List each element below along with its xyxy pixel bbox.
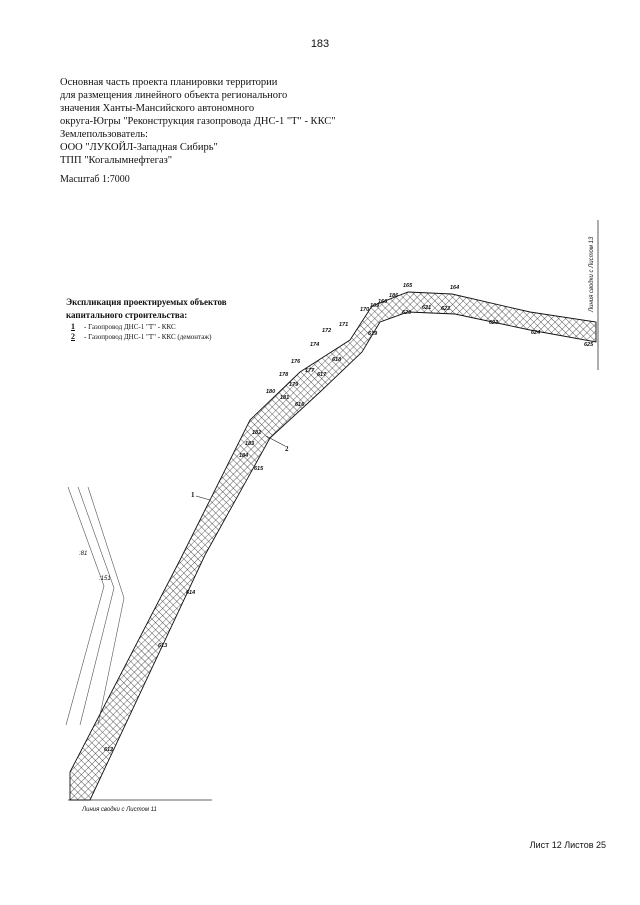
point-label: 621: [422, 305, 431, 311]
point-label: 618: [332, 357, 342, 363]
point-label: 171: [339, 322, 348, 328]
point-label: 615: [254, 466, 264, 472]
leader-label: 1: [191, 491, 195, 499]
point-label: 613: [158, 643, 167, 649]
header-line: Основная часть проекта планировки террит…: [60, 77, 278, 88]
sheet-counter: Лист 12 Листов 25: [529, 840, 606, 850]
parcel-label: :151: [99, 576, 111, 582]
legend-item: 2 - Газопровод ДНС-1 "Т" - ККС (демонтаж…: [66, 332, 296, 342]
header-line: Землепользователь:: [60, 129, 148, 140]
point-label: 166: [378, 299, 388, 305]
point-label: 622: [441, 306, 450, 312]
point-label: 616: [295, 402, 305, 408]
point-label: 169: [370, 303, 380, 309]
point-label: 176: [291, 359, 301, 365]
point-label: 183: [245, 441, 254, 447]
leader-label: 2: [285, 445, 289, 453]
header-line: для размещения линейного объекта региона…: [60, 90, 288, 101]
matchline-bottom-label: Линия сводки с Листом 11: [81, 807, 157, 813]
point-label: 614: [186, 590, 195, 596]
legend-item-number: 2: [71, 332, 75, 341]
document-header: Основная часть проекта планировки террит…: [60, 76, 380, 167]
legend-title-line1: Экспликация проектируемых объектов: [66, 297, 227, 307]
point-label: 165: [403, 283, 413, 289]
point-label: 184: [239, 453, 248, 459]
point-label: 181: [280, 395, 289, 401]
point-label: 179: [289, 382, 299, 388]
point-label: 172: [322, 328, 331, 334]
legend: Экспликация проектируемых объектов капит…: [66, 296, 296, 342]
parcel-label: :81: [79, 551, 87, 557]
point-label: 617: [317, 372, 327, 378]
point-label: 177: [305, 368, 315, 374]
legend-item-text: - Газопровод ДНС-1 "Т" - ККС (демонтаж): [84, 333, 212, 341]
legend-title-line2: капитального строительства:: [66, 310, 188, 320]
point-label: 180: [266, 389, 275, 395]
point-label: 612: [104, 747, 113, 753]
point-label: 620: [402, 310, 411, 316]
header-line: значения Ханты-Мансийского автономного: [60, 103, 255, 114]
page-number: 183: [310, 38, 330, 50]
legend-item: 1 - Газопровод ДНС-1 "Т" - ККС: [66, 322, 296, 332]
point-label: 178: [279, 372, 289, 378]
legend-item-number: 1: [71, 322, 75, 331]
point-label: 164: [450, 285, 459, 291]
point-label: 170: [360, 307, 369, 313]
header-line: округа-Югры "Реконструкция газопровода Д…: [60, 116, 336, 127]
header-line: ООО "ЛУКОЙЛ-Западная Сибирь": [60, 142, 218, 153]
map-scale: Масштаб 1:7000: [60, 174, 130, 185]
pipeline-corridor: [69, 291, 597, 801]
parcel-boundaries: [65, 486, 125, 726]
point-label: 186: [389, 293, 399, 299]
point-label: 182: [252, 430, 261, 436]
point-label: 619: [368, 331, 378, 337]
matchline-right-label: Линия сводки с Листом 13: [589, 236, 595, 313]
header-line: ТПП "Когалымнефтегаз": [60, 155, 173, 166]
point-label: 174: [310, 342, 319, 348]
point-label: 625: [584, 342, 594, 348]
point-label: 624: [531, 330, 540, 336]
legend-item-text: - Газопровод ДНС-1 "Т" - ККС: [84, 323, 176, 331]
point-label: 623: [489, 320, 498, 326]
